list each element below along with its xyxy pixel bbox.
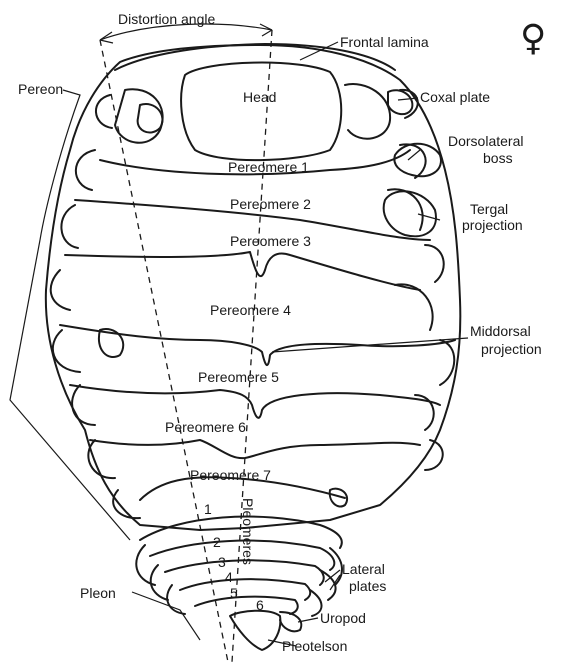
label-pleomere-6: 6 bbox=[256, 597, 264, 613]
pleotelson-shape bbox=[230, 611, 280, 650]
pereon-outline bbox=[46, 45, 461, 530]
label-dorsolateral: Dorsolateral bbox=[448, 133, 523, 149]
label-boss: boss bbox=[483, 150, 513, 166]
label-lateral-plates: plates bbox=[349, 578, 386, 594]
label-pleomeres: Pleomeres bbox=[240, 498, 256, 565]
right-coxal-plates bbox=[388, 90, 454, 470]
dorsolateral-boss bbox=[394, 144, 441, 177]
label-pleomere-5: 5 bbox=[230, 585, 238, 601]
label-pereomere-3: Pereomere 3 bbox=[230, 233, 311, 249]
pereomere-4-border bbox=[60, 325, 455, 365]
label-pereomere-4: Pereomere 4 bbox=[210, 302, 291, 318]
label-pereomere-6: Pereomere 6 bbox=[165, 419, 246, 435]
leader-dorsolateral-boss bbox=[408, 150, 420, 160]
label-pleomere-2: 2 bbox=[213, 534, 221, 550]
label-pereomere-5: Pereomere 5 bbox=[198, 369, 279, 385]
label-tergal: Tergal bbox=[470, 201, 508, 217]
tergal-projection bbox=[384, 191, 436, 236]
label-pereomere-7: Pereomere 7 bbox=[190, 467, 271, 483]
female-symbol: ♀ bbox=[520, 18, 546, 59]
leader-pereon bbox=[40, 90, 80, 240]
label-middorsal-projection: projection bbox=[481, 341, 542, 357]
label-pleomere-3: 3 bbox=[218, 554, 226, 570]
label-head: Head bbox=[243, 89, 276, 105]
coxal-plate-shape bbox=[388, 90, 412, 114]
pereomere-3-border bbox=[65, 252, 420, 290]
label-distortion-angle: Distortion angle bbox=[118, 11, 215, 27]
head-outline bbox=[181, 63, 341, 161]
label-tergal-projection: projection bbox=[462, 217, 523, 233]
label-coxal-plate: Coxal plate bbox=[420, 89, 490, 105]
label-pleotelson: Pleotelson bbox=[282, 638, 347, 654]
label-lateral: Lateral bbox=[342, 561, 385, 577]
label-uropod: Uropod bbox=[320, 610, 366, 626]
label-pereon: Pereon bbox=[18, 81, 63, 97]
pereomere-6-border bbox=[90, 440, 420, 458]
body-outline bbox=[46, 44, 461, 530]
pleon-outline bbox=[136, 517, 342, 650]
label-pleomere-1: 1 bbox=[204, 501, 212, 517]
label-pleon: Pleon bbox=[80, 585, 116, 601]
pereomere-5-border bbox=[70, 385, 440, 418]
left-coxal-plates bbox=[51, 95, 140, 518]
label-pereomere-1: Pereomere 1 bbox=[228, 159, 309, 175]
label-pereomere-2: Pereomere 2 bbox=[230, 196, 311, 212]
label-pleomere-4: 4 bbox=[225, 569, 233, 585]
label-frontal-lamina: Frontal lamina bbox=[340, 34, 429, 50]
label-middorsal: Middorsal bbox=[470, 323, 531, 339]
